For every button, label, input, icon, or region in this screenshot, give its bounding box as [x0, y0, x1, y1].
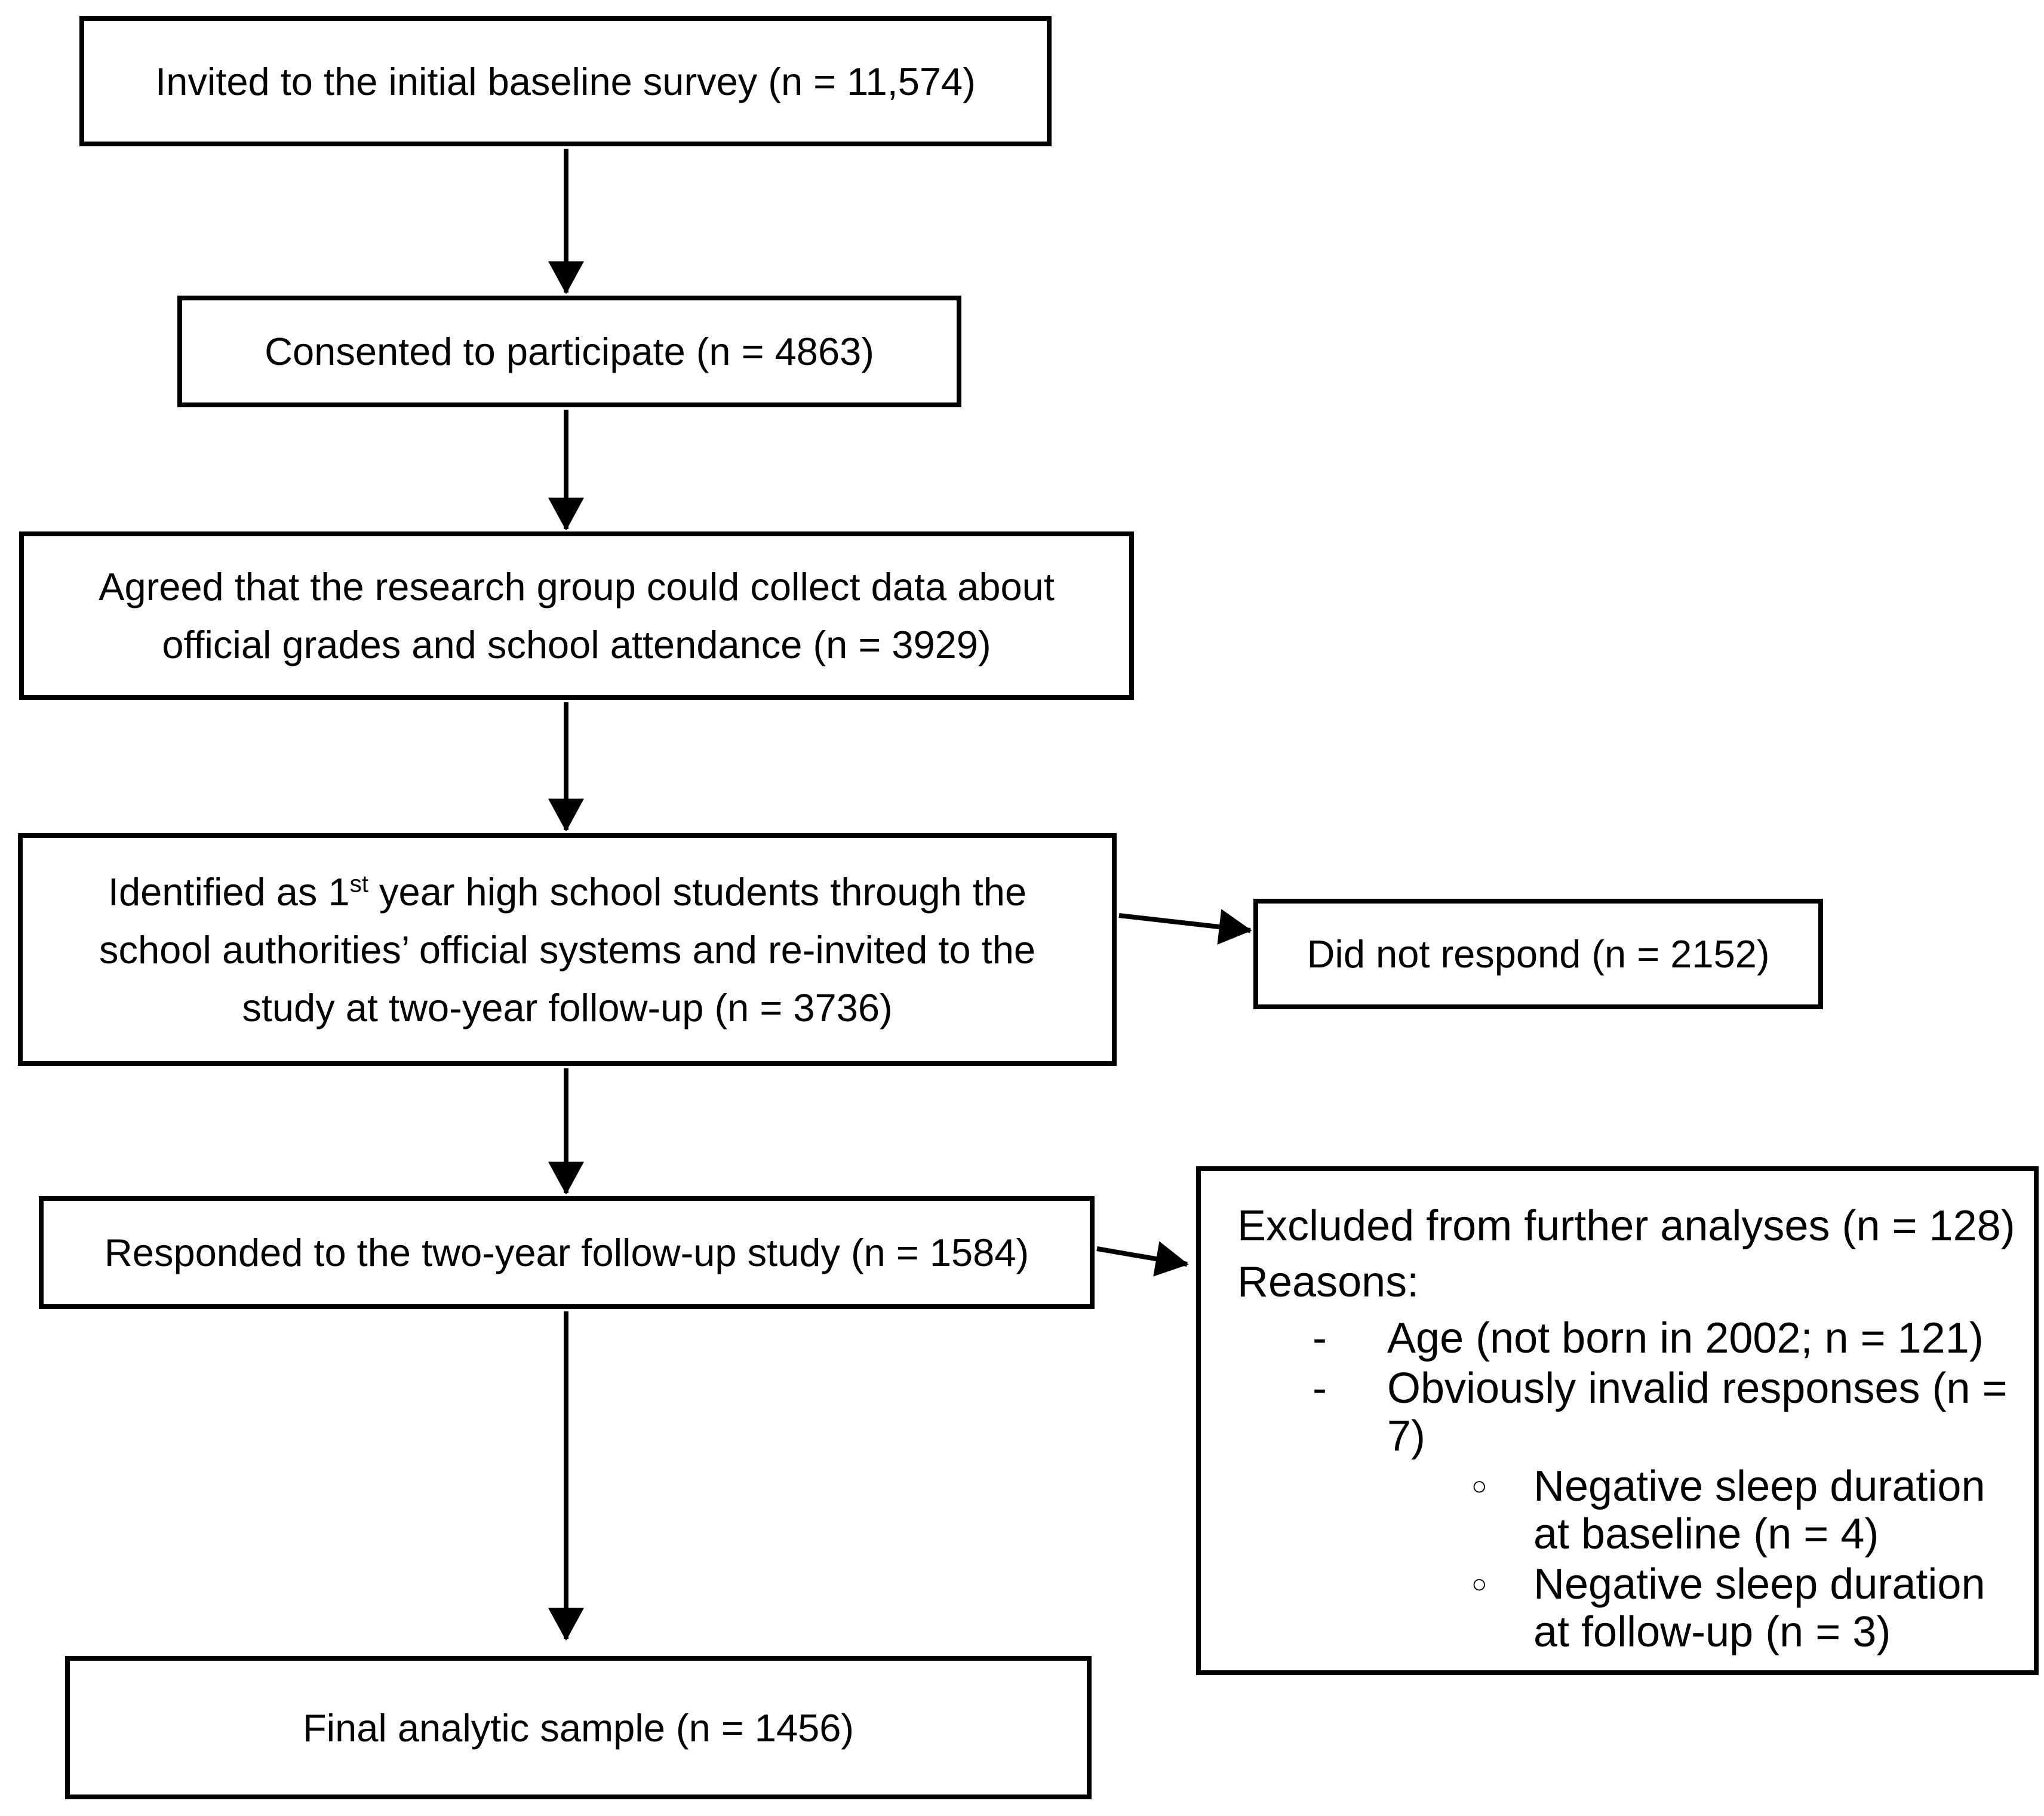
excluded-reason-invalid-line1: Obviously invalid responses (n = [1387, 1365, 2008, 1412]
box-identified-reinvited: Identified as 1st year high school stude… [18, 833, 1117, 1066]
box-did-not-respond-text: Did not respond (n = 2152) [1307, 932, 1770, 976]
box-identified-text-line1: Identified as 1st year high school stude… [108, 863, 1026, 921]
box-invited-baseline: Invited to the initial baseline survey (… [79, 16, 1052, 146]
box-identified-line1-pre: Identified as 1 [107, 869, 350, 914]
excluded-subreason-followup-line1: Negative sleep duration [1533, 1560, 1985, 1608]
box-identified-text-line3: study at two-year follow-up (n = 3736) [242, 985, 893, 1030]
excluded-subreason-baseline-line2: at baseline (n = 4) [1533, 1510, 1879, 1558]
excluded-subreason-followup-line2: at follow-up (n = 3) [1533, 1608, 1891, 1656]
circle-bullet-icon: ○ [1471, 1471, 1487, 1501]
box-consented-text: Consented to participate (n = 4863) [265, 330, 874, 373]
box-identified-text-line2: school authorities’ official systems and… [99, 927, 1035, 972]
box-agreed-text-line2: official grades and school attendance (n… [162, 623, 991, 666]
box-agreed-text-line1: Agreed that the research group could col… [99, 565, 1055, 609]
excluded-reason-age: - Age (not born in 2002; n = 121) [1237, 1314, 2016, 1362]
dash-bullet-icon: - [1313, 1314, 1327, 1362]
excluded-reason-invalid-line2: 7) [1387, 1412, 1426, 1460]
box-invited-text: Invited to the initial baseline survey (… [155, 59, 976, 103]
circle-bullet-icon: ○ [1471, 1569, 1487, 1599]
dash-bullet-icon: - [1313, 1365, 1327, 1412]
excluded-subreason-followup: ○ Negative sleep duration at follow-up (… [1237, 1560, 2016, 1656]
box-responded-text: Responded to the two-year follow-up stud… [104, 1231, 1029, 1274]
excluded-subreason-baseline: ○ Negative sleep duration at baseline (n… [1237, 1462, 2016, 1558]
excluded-subreason-baseline-line1: Negative sleep duration [1533, 1462, 1985, 1510]
box-consented: Consented to participate (n = 4863) [177, 296, 961, 407]
box-did-not-respond: Did not respond (n = 2152) [1253, 899, 1823, 1009]
box-final-text: Final analytic sample (n = 1456) [302, 1706, 855, 1750]
box-excluded: Excluded from further analyses (n = 128)… [1196, 1166, 2039, 1675]
ordinal-superscript: st [349, 869, 368, 897]
box-agreed-data-collection: Agreed that the research group could col… [19, 531, 1134, 700]
excluded-title: Excluded from further analyses (n = 128) [1237, 1202, 2015, 1250]
arrow-responded-to-excluded [1096, 1241, 1189, 1277]
excluded-reason-invalid: - Obviously invalid responses (n = 7) [1237, 1365, 2016, 1460]
box-responded-followup: Responded to the two-year follow-up stud… [39, 1196, 1095, 1309]
excluded-reasons-label: Reasons: [1237, 1258, 1419, 1306]
box-final-sample: Final analytic sample (n = 1456) [65, 1656, 1092, 1799]
excluded-reason-age-text: Age (not born in 2002; n = 121) [1387, 1314, 1984, 1362]
box-identified-line1-post: year high school students through the [368, 869, 1027, 914]
arrow-identified-to-did-not-respond [1118, 909, 1252, 945]
